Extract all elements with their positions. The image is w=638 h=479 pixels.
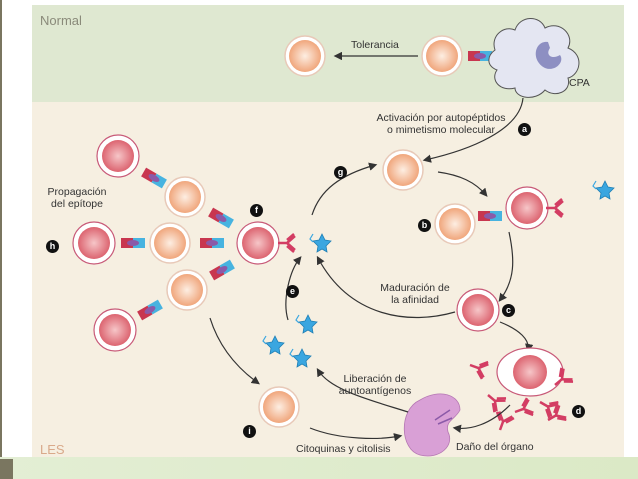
- plasma-cell-icon: [496, 347, 564, 397]
- label-propagacion-line2: del epítope: [51, 198, 103, 210]
- label-activacion: Activación por autopéptidos o mimetismo …: [366, 112, 516, 136]
- antigen-presenting-cell-icon: [488, 18, 580, 98]
- label-activacion-line2: o mimetismo molecular: [387, 124, 495, 136]
- b-cell: [505, 186, 549, 230]
- apc-nucleus: [535, 41, 562, 69]
- normal-tolerant-t-cell: [284, 35, 326, 77]
- label-activacion-line1: Activación por autopéptidos: [376, 112, 506, 124]
- epitope-b-cell: [236, 221, 280, 265]
- slide-bottom-bar: [0, 457, 638, 479]
- arrow-to-i: [209, 317, 260, 385]
- label-maduracion: Maduración de la afinidad: [375, 282, 455, 306]
- liberation-arrow: [316, 367, 409, 413]
- f-antibody: [276, 232, 297, 254]
- label-tolerancia: Tolerancia: [351, 39, 399, 51]
- label-liberacion-line2: auntoantígenos: [338, 385, 412, 397]
- arrow-to-c: [498, 231, 514, 302]
- b-cell-antibody: [544, 197, 565, 219]
- label-cpa: CPA: [569, 77, 590, 89]
- arrow-to-plasma: [499, 321, 534, 353]
- step-badge-d: d: [572, 405, 585, 418]
- step-badge-a: a: [518, 123, 531, 136]
- released-antigens: [262, 314, 318, 368]
- maturing-b-cell: [456, 288, 500, 332]
- step-badge-i: i: [243, 425, 256, 438]
- label-citoquinas: Citoquinas y citolisis: [296, 443, 391, 455]
- label-dano: Daño del órgano: [456, 441, 534, 453]
- cytotoxic-t-cell: [258, 386, 300, 428]
- label-propagacion: Propagación del epítope: [42, 186, 112, 210]
- helper-t-cell: [434, 203, 476, 245]
- normal-t-cell: [421, 35, 463, 77]
- maturation-loop-arrow: [316, 255, 456, 319]
- step-badge-e: e: [286, 285, 299, 298]
- arrow-to-b: [437, 171, 488, 197]
- label-propagacion-line1: Propagación: [47, 186, 107, 198]
- slide-left-border: [0, 0, 2, 479]
- step-badge-b: b: [418, 219, 431, 232]
- antigen-star-icon: [592, 180, 615, 200]
- label-liberacion: Liberación de auntoantígenos: [330, 373, 420, 397]
- label-maduracion-line1: Maduración de: [380, 282, 450, 294]
- kidney-organ-icon: [403, 393, 461, 457]
- tcr-mhc-complex: [468, 51, 492, 61]
- t-b-receptor-complex: [478, 211, 502, 221]
- organ-damage-arrow: [452, 404, 511, 433]
- section-title-les: LES: [40, 442, 65, 457]
- step-badge-f: f: [250, 204, 263, 217]
- arrow-g: [311, 162, 378, 216]
- label-liberacion-line1: Liberación de: [343, 373, 407, 385]
- slide-corner-square: [0, 459, 13, 479]
- label-maduracion-line2: la afinidad: [391, 294, 439, 306]
- organ-vessels: [434, 409, 453, 425]
- activation-arrow: [422, 97, 524, 163]
- step-badge-c: c: [502, 304, 515, 317]
- cytokine-arrow: [309, 427, 403, 442]
- activated-t-cell: [382, 149, 424, 191]
- section-title-normal: Normal: [40, 13, 82, 28]
- f-antigen: [309, 233, 332, 253]
- step-badge-g: g: [334, 166, 347, 179]
- step-badge-h: h: [46, 240, 59, 253]
